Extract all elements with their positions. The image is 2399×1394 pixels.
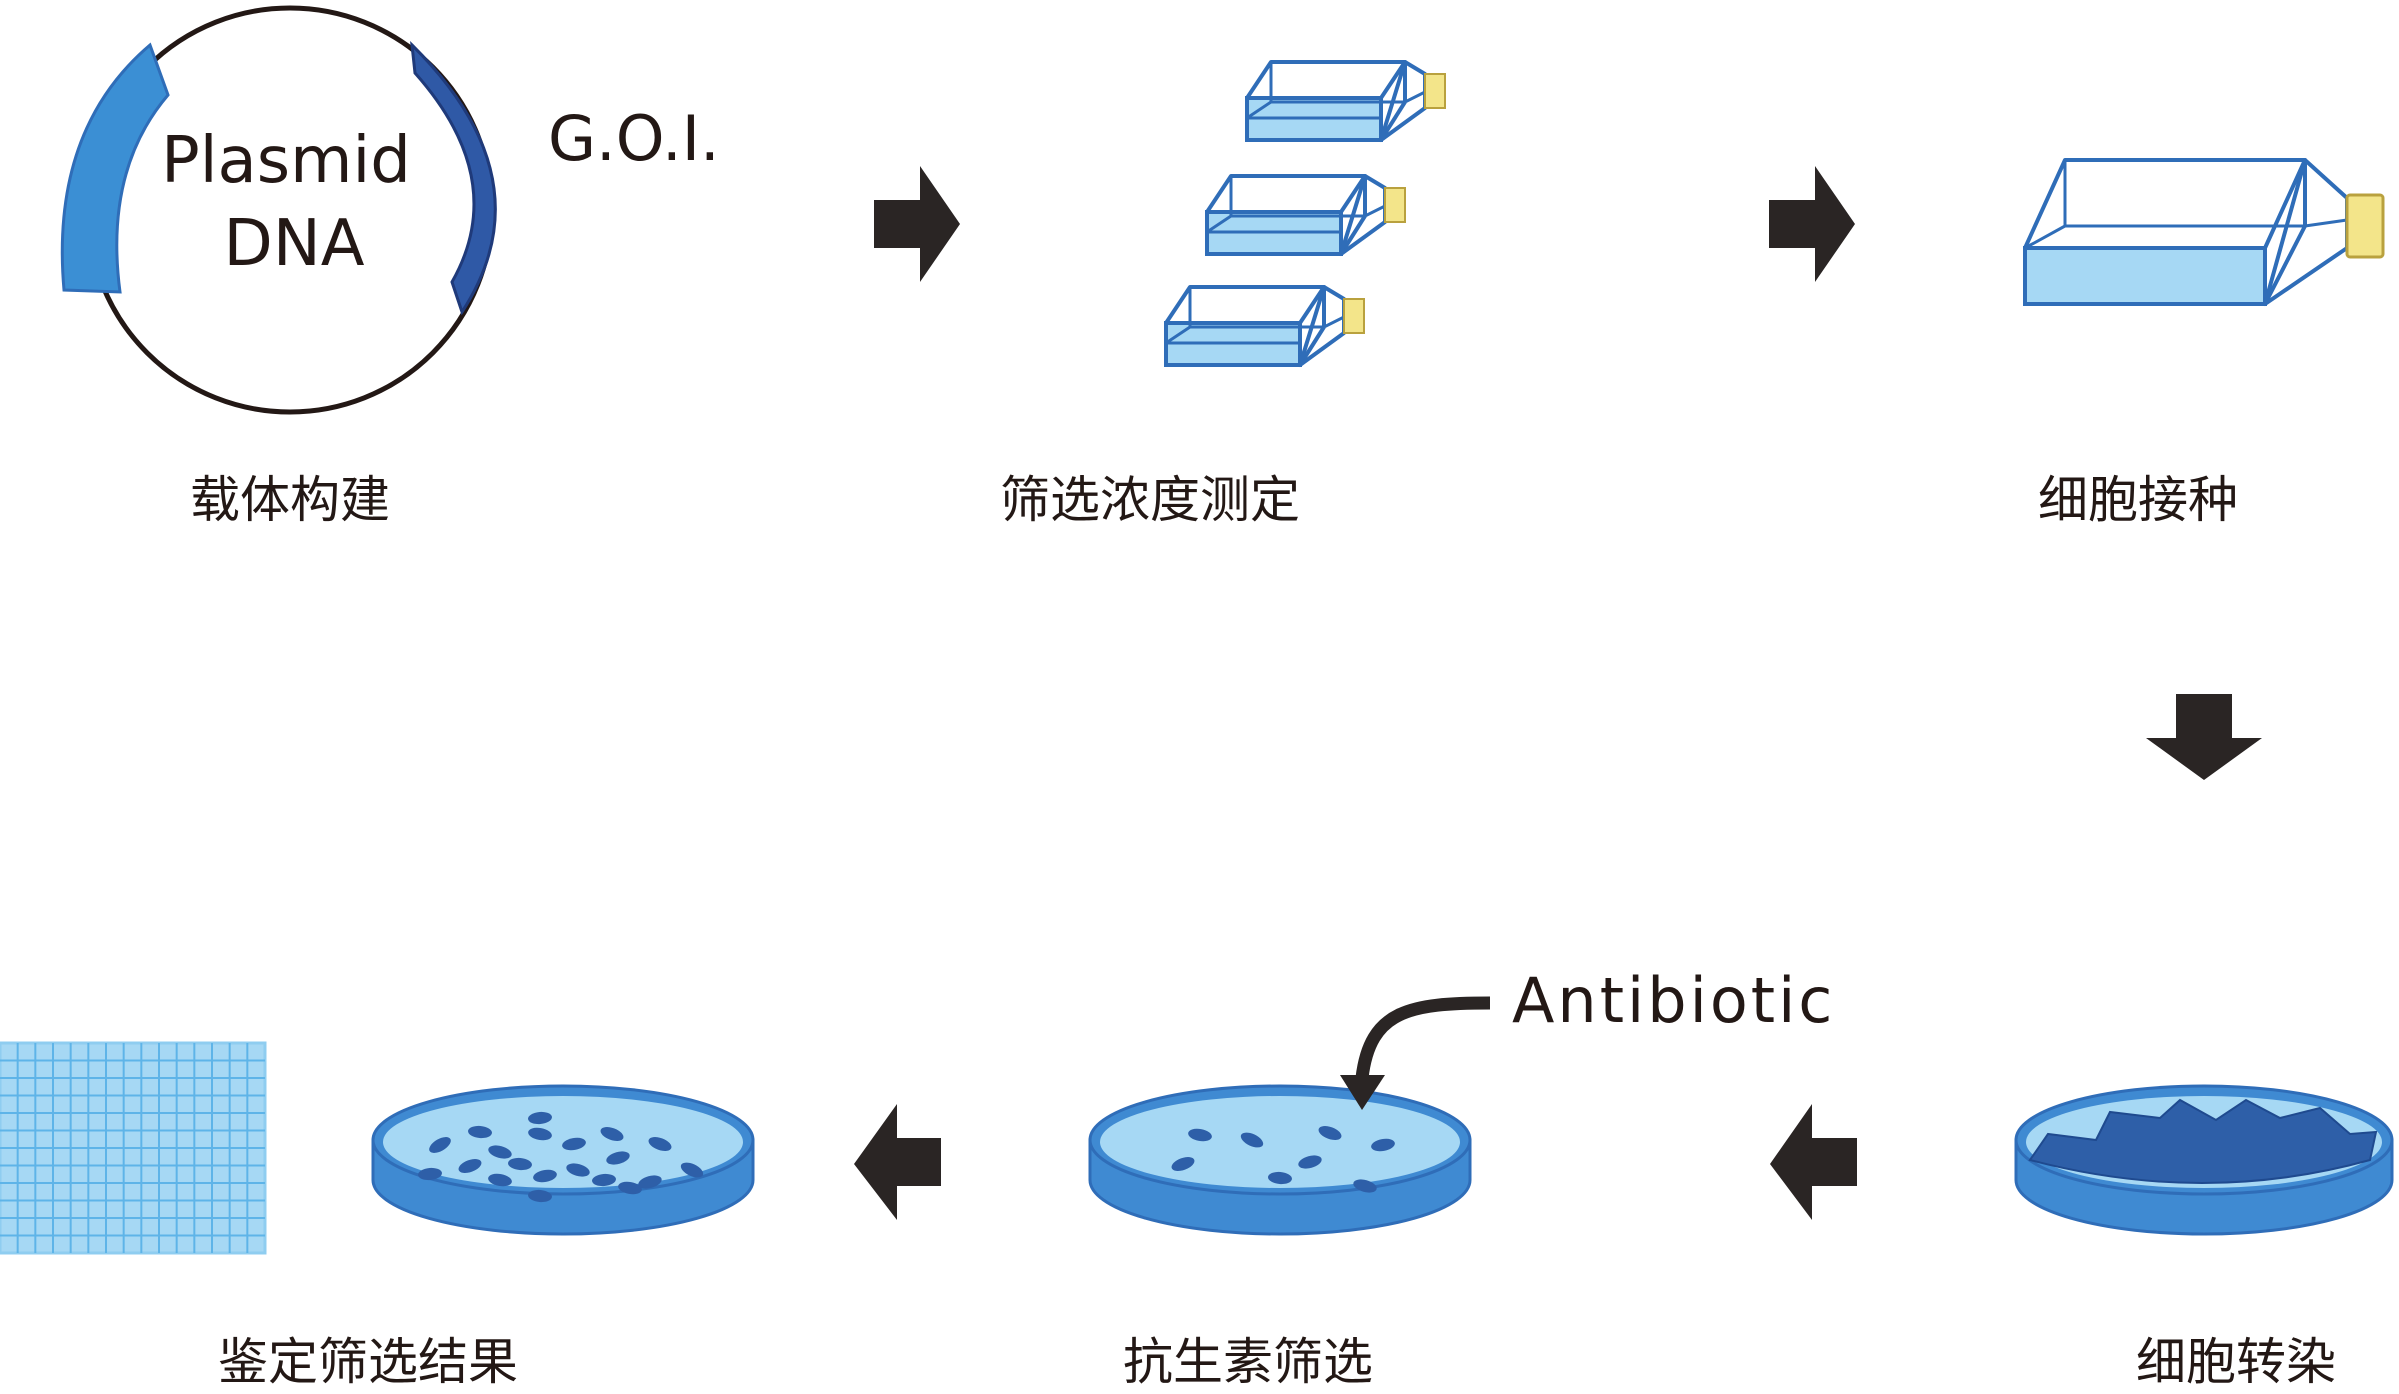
cell [458, 1159, 482, 1173]
cell [1371, 1138, 1395, 1152]
cells-antibiotic [1171, 1126, 1395, 1193]
cell [468, 1125, 492, 1139]
arrow-left-1 [1770, 1104, 1857, 1220]
cell [1318, 1126, 1342, 1140]
dish-antibiotic [1088, 1084, 1472, 1236]
cell-monolayer [2028, 1098, 2378, 1184]
dish-transfection [2014, 1084, 2394, 1236]
cell [1240, 1132, 1264, 1148]
arrow-right-1 [874, 166, 960, 282]
step-label-identification: 鉴定筛选结果 [218, 1333, 518, 1391]
cell [418, 1167, 442, 1181]
cell [1268, 1171, 1292, 1185]
cell [648, 1137, 672, 1151]
arrow-down [2146, 694, 2262, 780]
cell [528, 1189, 552, 1203]
step-label-cell-seeding: 细胞接种 [2038, 471, 2238, 529]
flask-small-1 [1245, 60, 1447, 142]
cells-identification [418, 1111, 704, 1203]
cell [1353, 1179, 1377, 1193]
cell [528, 1127, 552, 1141]
cell [488, 1145, 512, 1159]
cell [680, 1162, 704, 1178]
cell [528, 1111, 552, 1125]
arrow-left-2 [854, 1104, 941, 1220]
cell [606, 1151, 630, 1165]
arrows [854, 166, 2262, 1220]
flask-large [2023, 158, 2385, 306]
step-label-antibiotic-selection: 抗生素筛选 [1123, 1333, 1373, 1391]
gene-of-interest-arc [410, 40, 497, 316]
dish-identification [371, 1084, 755, 1236]
cell [566, 1163, 590, 1177]
cell [600, 1127, 624, 1141]
arrow-right-2 [1769, 166, 1855, 282]
cell [638, 1175, 662, 1189]
goi-label: G.O.I. [548, 102, 720, 175]
antibiotic-label: Antibiotic [1512, 964, 1835, 1037]
cell [618, 1181, 642, 1195]
well-plate-grid [0, 1041, 267, 1255]
flask-stack [1164, 60, 1447, 367]
step-label-vector: 载体构建 [190, 471, 390, 529]
cell [488, 1173, 512, 1187]
cell [429, 1137, 451, 1153]
cell [508, 1157, 532, 1171]
plasmid-illustration [60, 5, 497, 415]
flask-small-2 [1205, 174, 1407, 256]
plasmid-label-line2: DNA [224, 207, 365, 281]
flask-small-3 [1164, 285, 1366, 367]
plasmid-arc-left [60, 42, 170, 294]
cell [1188, 1128, 1212, 1142]
cell [533, 1169, 557, 1183]
cell [1171, 1157, 1195, 1171]
step-label-transfection: 细胞转染 [2136, 1333, 2336, 1391]
cell [592, 1173, 616, 1187]
antibiotic-pointer [1340, 996, 1491, 1110]
cell [562, 1137, 586, 1151]
step-label-screening-concentration: 筛选浓度测定 [1000, 471, 1300, 529]
cell [1298, 1155, 1322, 1169]
plasmid-label-line1: Plasmid [161, 124, 411, 198]
